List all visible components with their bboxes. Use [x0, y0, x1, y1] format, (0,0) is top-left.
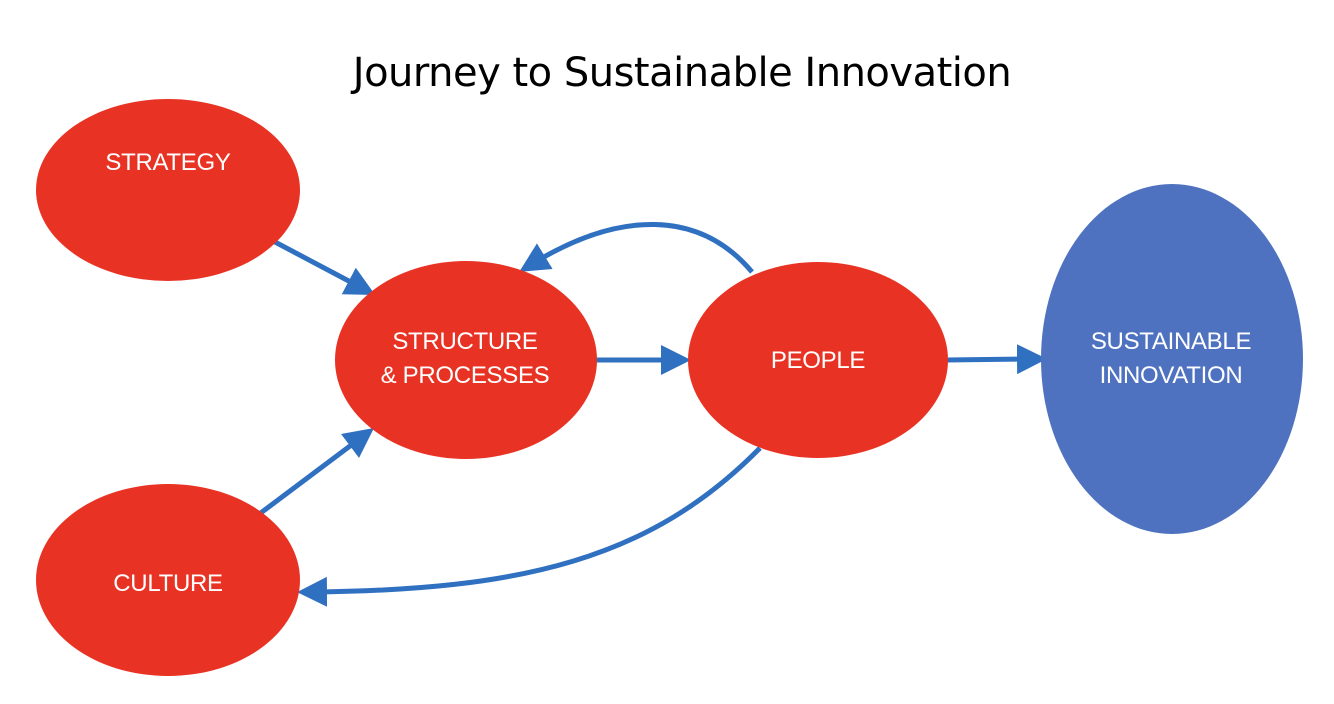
node-people — [688, 262, 948, 458]
label-innovation-line1: SUSTAINABLE — [1090, 328, 1252, 355]
edge-culture-to-structure — [256, 428, 374, 517]
node-structure — [335, 261, 597, 459]
node-innovation — [1041, 184, 1303, 534]
edge-people-to-structure — [519, 221, 754, 274]
label-culture: CULTURE — [68, 567, 268, 601]
label-structure-line1: STRUCTURE — [392, 328, 538, 355]
label-structure-line2: & PROCESSES — [380, 362, 550, 389]
label-people-line1: PEOPLE — [770, 347, 866, 374]
label-structure: STRUCTURE & PROCESSES — [345, 325, 585, 393]
label-people: PEOPLE — [718, 344, 918, 378]
node-culture — [36, 484, 300, 676]
edge-people-to-innovation — [945, 344, 1047, 375]
edge-people-to-culture — [297, 446, 762, 607]
label-culture-line1: CULTURE — [113, 570, 223, 597]
label-strategy-line1: STRATEGY — [105, 149, 231, 176]
label-innovation-line2: INNOVATION — [1099, 362, 1243, 389]
label-strategy: STRATEGY — [68, 146, 268, 180]
node-strategy — [36, 99, 300, 281]
diagram-title: Journey to Sustainable Innovation — [352, 50, 1012, 96]
label-innovation: SUSTAINABLE INNOVATION — [1051, 325, 1291, 393]
